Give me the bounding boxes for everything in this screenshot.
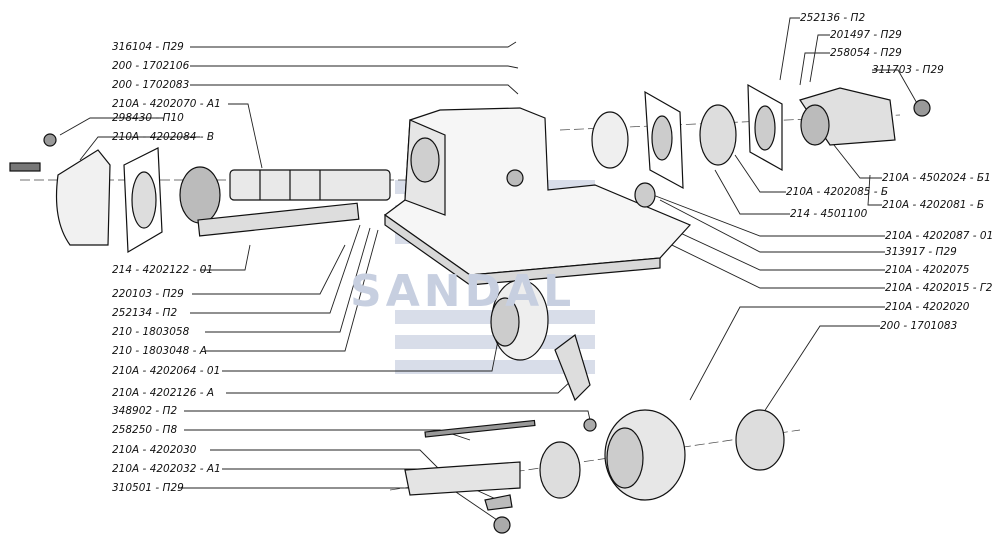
part-label: 316104 - П29	[112, 41, 184, 53]
part-label: 348902 - П2	[112, 405, 178, 417]
part-label: 200 - 1702106	[112, 60, 190, 72]
part-label: 200 - 1702083	[112, 79, 190, 91]
gear-and-fork	[490, 279, 591, 402]
part-label: 210А - 4202126 - А	[112, 387, 215, 399]
part-label: 210А - 4202081 - Б	[882, 199, 985, 211]
part-label: 313917 - П29	[885, 246, 957, 258]
part-label: 258250 - П8	[112, 424, 178, 436]
part-label: 220103 - П29	[112, 288, 184, 300]
part-label: 298430 - П10	[112, 112, 184, 124]
part-label: 210А - 4202084 - В	[112, 131, 215, 143]
left-cover	[9, 133, 163, 254]
part-label: 252134 - П2	[112, 307, 178, 319]
right-parts	[591, 83, 931, 208]
part-label: 210 - 1803048 - А	[112, 345, 207, 357]
part-label: 310501 - П29	[112, 482, 184, 494]
part-label: 210А - 4202064 - 01	[112, 365, 221, 377]
part-label: 210А - 4202030	[112, 444, 197, 456]
part-label: 210А - 4202075	[885, 264, 970, 276]
part-label: 210А - 4202070 - А1	[112, 98, 221, 110]
part-label: 210А - 4202032 - А1	[112, 463, 221, 475]
part-label: 311703 - П29	[872, 64, 944, 76]
part-label: 214 - 4202122 - 01	[112, 264, 214, 276]
part-label: 200 - 1701083	[880, 320, 958, 332]
part-label: 214 - 4501100	[790, 208, 868, 220]
part-label: 210 - 1803058	[112, 326, 190, 338]
part-label: 252136 - П2	[800, 12, 866, 24]
part-label: 210А - 4202085 - Б	[786, 186, 889, 198]
part-label: 210А - 4202020	[885, 301, 970, 313]
part-label: 210А - 4202015 - Г2	[885, 282, 993, 294]
part-label: 258054 - П29	[830, 47, 902, 59]
part-label: 210А - 4502024 - Б1	[882, 172, 991, 184]
part-label: 201497 - П29	[830, 29, 902, 41]
lower-shaft-assembly	[404, 409, 785, 534]
part-label: 210А - 4202087 - 01	[885, 230, 994, 242]
watermark-text: SANDAL	[350, 266, 576, 317]
gearbox-housing	[383, 107, 692, 286]
input-shaft	[179, 166, 391, 237]
